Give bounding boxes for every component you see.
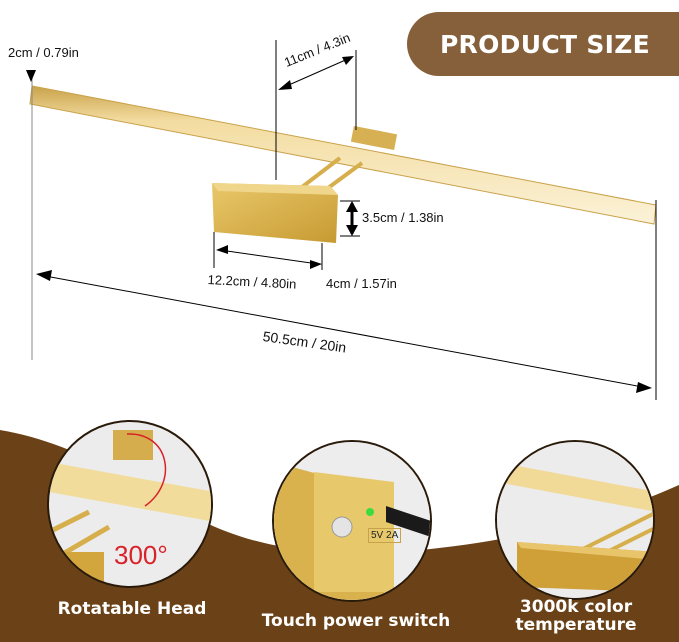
rotation-degree-label: 300° bbox=[114, 540, 168, 570]
touch-switch-image bbox=[274, 442, 430, 600]
rotatable-head-closeup: 300° bbox=[47, 420, 213, 588]
feature-label-color-temperature: 3000k color temperature bbox=[508, 598, 644, 634]
touch-button-icon bbox=[331, 516, 353, 538]
power-led-icon bbox=[366, 508, 374, 516]
feature-label-touch-switch: Touch power switch bbox=[261, 611, 451, 631]
base-depth-label: 4cm / 1.57in bbox=[326, 276, 397, 291]
power-cable-icon bbox=[386, 506, 430, 537]
touch-switch-closeup: 5V 2A bbox=[272, 440, 432, 602]
power-spec-label: 5V 2A bbox=[368, 528, 402, 543]
color-temperature-closeup bbox=[495, 440, 655, 600]
lamp-diagram bbox=[26, 40, 657, 400]
base-height-label: 3.5cm / 1.38in bbox=[362, 210, 444, 225]
feature-label-rotatable-head: Rotatable Head bbox=[57, 599, 207, 619]
badge-title: PRODUCT SIZE bbox=[439, 29, 651, 59]
feature-label-line1: 3000k color bbox=[519, 597, 633, 617]
product-size-badge: PRODUCT SIZE bbox=[407, 12, 679, 76]
color-temperature-image bbox=[497, 442, 653, 598]
rotation-arrow-icon bbox=[126, 433, 167, 507]
bar-thickness-label: 2cm / 0.79in bbox=[8, 45, 79, 60]
feature-label-line2: temperature bbox=[515, 615, 637, 635]
